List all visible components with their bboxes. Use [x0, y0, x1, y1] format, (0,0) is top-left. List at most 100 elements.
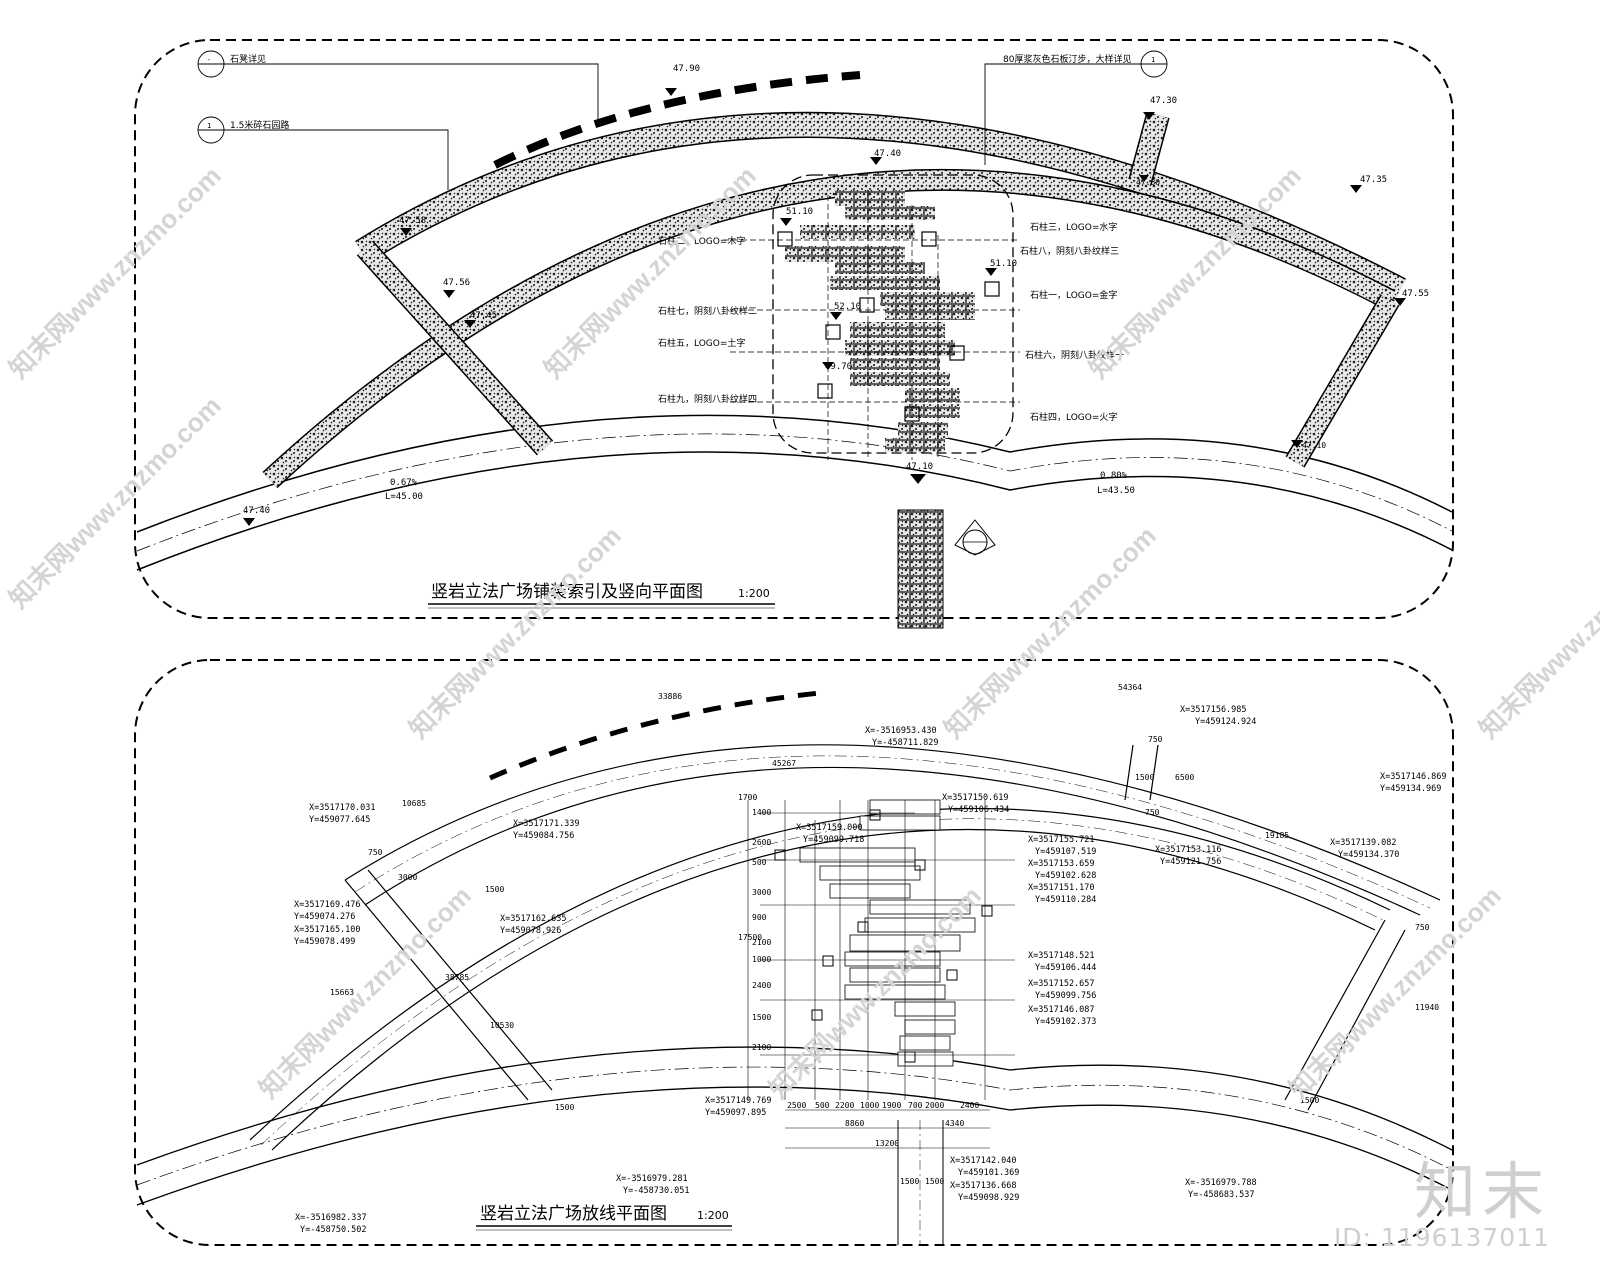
- svg-text:Y=-458711.829: Y=-458711.829: [872, 738, 939, 748]
- plan-dimensions: 33886 54364 45267 19185 10685 15663 1194…: [330, 683, 1439, 1186]
- svg-text:51.10: 51.10: [990, 259, 1017, 269]
- svg-text:1000: 1000: [860, 1101, 879, 1110]
- callout-gravel-path: 1.5米碎石园路: [230, 119, 289, 131]
- svg-text:6500: 6500: [1175, 773, 1194, 782]
- svg-text:49.70: 49.70: [825, 362, 852, 372]
- plan-coordinates: X=-3516953.430 Y=-458711.829 X=3517156.9…: [294, 705, 1447, 1235]
- svg-text:X=3517146.869: X=3517146.869: [1380, 772, 1447, 782]
- svg-text:750: 750: [1145, 808, 1160, 817]
- svg-text:Y=459124.924: Y=459124.924: [1195, 717, 1256, 727]
- elevation-marker: 51.10: [780, 207, 813, 226]
- main-road-lower-edge: [136, 451, 1453, 571]
- svg-text:Y=459097.895: Y=459097.895: [705, 1108, 766, 1118]
- svg-text:X=3517169.476: X=3517169.476: [294, 900, 361, 910]
- svg-text:1500: 1500: [1300, 1096, 1319, 1105]
- svg-text:11940: 11940: [1415, 1003, 1439, 1012]
- svg-text:2500: 2500: [787, 1101, 806, 1110]
- plan-outer-path-a: [344, 744, 1441, 901]
- elevation-marker: 49.70: [822, 362, 852, 372]
- top-drawing-title: 竖岩立法广场铺装索引及竖向平面图: [431, 582, 703, 602]
- elevation-marker: 47.45: [464, 311, 497, 328]
- pillar-label-l1: 石柱二，LOGO=木字: [658, 235, 745, 247]
- svg-text:500: 500: [815, 1101, 830, 1110]
- pillar-label-l3: 石柱五，LOGO=土字: [658, 337, 745, 349]
- svg-text:Y=-458750.502: Y=-458750.502: [300, 1225, 367, 1235]
- svg-text:X=3517153.659: X=3517153.659: [1028, 859, 1095, 869]
- svg-text:Y=459099.756: Y=459099.756: [1035, 991, 1096, 1001]
- svg-text:1400: 1400: [752, 808, 771, 817]
- svg-text:10530: 10530: [490, 1021, 514, 1030]
- svg-text:900: 900: [752, 913, 767, 922]
- svg-text:47.90: 47.90: [673, 64, 700, 74]
- svg-text:X=3517152.657: X=3517152.657: [1028, 979, 1095, 989]
- pillar-label-l4: 石柱九，阴刻八卦纹样四: [658, 393, 757, 405]
- svg-text:15663: 15663: [330, 988, 354, 997]
- svg-text:Y=459099.718: Y=459099.718: [803, 835, 864, 845]
- index-callouts: [197, 50, 1168, 190]
- pillar-field-paving: [785, 190, 975, 452]
- svg-text:1500: 1500: [925, 1177, 944, 1186]
- svg-text:1: 1: [207, 122, 211, 130]
- pillar-field-boundary: [772, 174, 1014, 454]
- pillar-label-r1: 石柱三，LOGO=水字: [1030, 221, 1117, 233]
- top-panel-frame: [134, 39, 1454, 619]
- svg-text:1: 1: [1151, 56, 1155, 64]
- svg-text:知末网www.znzmo.com: 知末网www.znzmo.com: [403, 520, 627, 744]
- brand-id: ID: 1196137011: [1333, 1223, 1550, 1252]
- svg-text:2400: 2400: [752, 981, 771, 990]
- svg-text:2200: 2200: [835, 1101, 854, 1110]
- bottom-drawing-scale: 1:200: [697, 1209, 729, 1222]
- svg-text:1500: 1500: [752, 1013, 771, 1022]
- svg-text:Y=459078.926: Y=459078.926: [500, 926, 561, 936]
- elevation-marker: 47.55: [1394, 289, 1429, 306]
- svg-text:X=3517146.087: X=3517146.087: [1028, 1005, 1095, 1015]
- svg-text:19185: 19185: [1265, 831, 1289, 840]
- svg-text:X=3517170.031: X=3517170.031: [309, 803, 376, 813]
- svg-text:X=3517142.040: X=3517142.040: [950, 1156, 1017, 1166]
- svg-text:X=3517171.339: X=3517171.339: [513, 819, 580, 829]
- svg-text:38785: 38785: [445, 973, 469, 982]
- top-panel: 石柱二，LOGO=木字 石柱七，阴刻八卦纹样二 石柱五，LOGO=土字 石柱九，…: [134, 39, 1454, 629]
- svg-text:Y=459107.519: Y=459107.519: [1035, 847, 1096, 857]
- svg-text:知末网www.znzmo.com: 知末网www.znzmo.com: [1283, 880, 1507, 1104]
- pillar-labels-right: 石柱三，LOGO=水字 石柱八，阴刻八卦纹样三 石柱一，LOGO=金字 石柱六，…: [1020, 221, 1124, 423]
- svg-text:1000: 1000: [752, 955, 771, 964]
- svg-text:1500: 1500: [900, 1177, 919, 1186]
- svg-text:知末网www.znzmo.com: 知末网www.znzmo.com: [1473, 520, 1600, 744]
- svg-text:700: 700: [908, 1101, 923, 1110]
- svg-text:750: 750: [1148, 735, 1163, 744]
- stone-bench-row: [493, 71, 861, 169]
- svg-text:500: 500: [752, 858, 767, 867]
- elevation-marker: 47.40: [243, 506, 270, 526]
- length-left: L=45.00: [385, 492, 423, 502]
- svg-text:47.35: 47.35: [1360, 175, 1387, 185]
- svg-text:1500: 1500: [485, 885, 504, 894]
- pillar-labels-left: 石柱二，LOGO=木字 石柱七，阴刻八卦纹样二 石柱五，LOGO=土字 石柱九，…: [658, 235, 757, 405]
- elevation-marker: 47.10: [1291, 440, 1326, 450]
- plan-inner-path-b: [271, 828, 1376, 1151]
- svg-text:Y=459110.284: Y=459110.284: [1035, 895, 1096, 905]
- plan-road-lower-edge: [136, 1086, 1453, 1206]
- elevation-marker: 47.40: [870, 149, 901, 165]
- svg-text:X=3517151.170: X=3517151.170: [1028, 883, 1095, 893]
- svg-text:51.10: 51.10: [786, 207, 813, 217]
- svg-text:10685: 10685: [402, 799, 426, 808]
- svg-text:2100: 2100: [752, 1043, 771, 1052]
- svg-text:Y=459102.373: Y=459102.373: [1035, 1017, 1096, 1027]
- svg-text:X=3517156.985: X=3517156.985: [1180, 705, 1247, 715]
- svg-text:X=-3516953.430: X=-3516953.430: [865, 726, 937, 736]
- elevation-marker: 47.90: [665, 64, 700, 96]
- watermark-layer: 知末网www.znzmo.com 知末网www.znzmo.com 知末网www…: [3, 160, 1600, 1104]
- svg-text:Y=459134.370: Y=459134.370: [1338, 850, 1399, 860]
- svg-text:47.56: 47.56: [443, 278, 470, 288]
- svg-text:X=3517155.721: X=3517155.721: [1028, 835, 1095, 845]
- svg-text:X=3517136.668: X=3517136.668: [950, 1181, 1017, 1191]
- svg-text:Y=459106.434: Y=459106.434: [948, 805, 1009, 815]
- plan-road-centerline: [136, 1066, 1453, 1186]
- svg-text:1700: 1700: [738, 793, 757, 802]
- svg-text:54364: 54364: [1118, 683, 1142, 692]
- svg-text:Y=-458730.051: Y=-458730.051: [623, 1186, 690, 1196]
- elevation-marker: 47.30: [1143, 96, 1177, 120]
- svg-text:52.10: 52.10: [834, 302, 861, 312]
